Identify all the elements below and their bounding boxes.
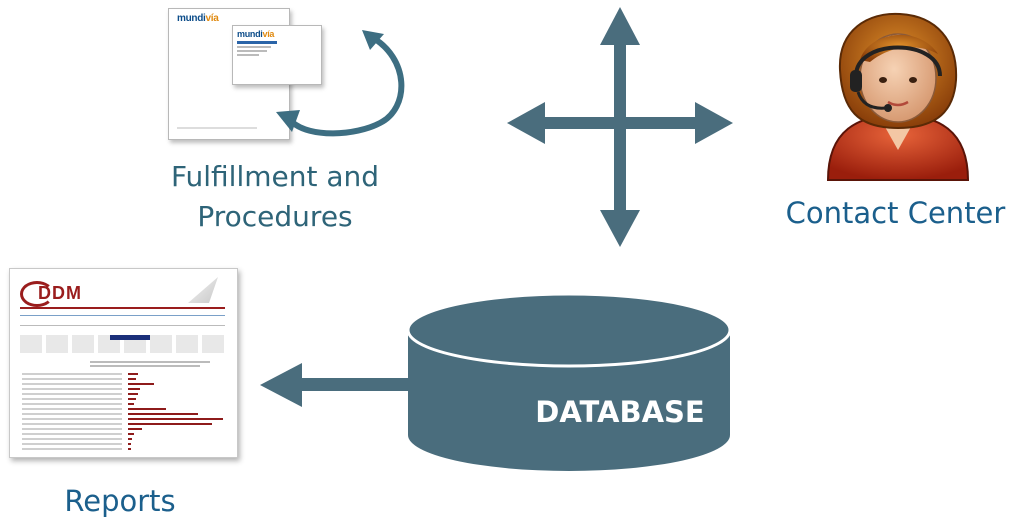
curved-arrow-icon (276, 30, 405, 137)
envelope-document: mundivía (232, 25, 322, 85)
arrowhead-left (507, 102, 545, 144)
db-to-reports-arrow (260, 363, 418, 407)
agent-icon (826, 12, 970, 181)
database-cylinder (406, 292, 732, 471)
four-way-arrow (507, 7, 733, 247)
fulfillment-label: Fulfillment and Procedures (170, 160, 380, 233)
arrowhead-down (600, 210, 640, 247)
arrowhead-right (695, 102, 733, 144)
reports-label: Reports (64, 484, 176, 518)
report-thumbnail: DDM (9, 268, 238, 458)
arrowhead-up (600, 7, 640, 45)
database-label: DATABASE (535, 395, 705, 429)
contact-center-label: Contact Center (785, 196, 1006, 230)
